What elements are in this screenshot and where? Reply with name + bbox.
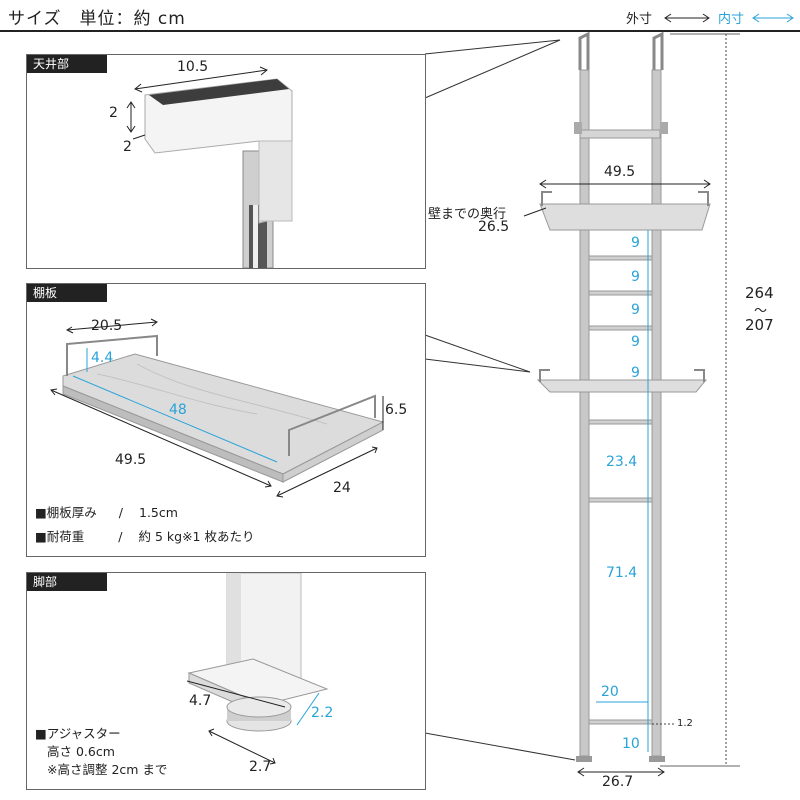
ceiling-depth-dim: 2 — [123, 139, 132, 155]
spec-load-value: 約 5 kg※1 枚あたり — [138, 529, 255, 544]
spacing-7: 71.4 — [606, 565, 638, 581]
spec-load-label: ■耐荷重 — [35, 529, 85, 544]
shelf-height-dim: 6.5 — [385, 402, 408, 418]
spacing-5: 9 — [631, 365, 640, 381]
foot-illustration — [186, 573, 329, 765]
foot-depth-dim: 2.7 — [249, 759, 272, 775]
total-height-min: 207 — [745, 316, 774, 334]
spacing-4: 9 — [631, 334, 640, 350]
spacing-8: 20 — [601, 684, 619, 700]
ceiling-tag: 天井部 — [27, 55, 107, 73]
adjuster-title: ■アジャスター — [35, 726, 121, 741]
small-gap-dim: 1.2 — [677, 718, 693, 729]
foot-width-dim: 4.7 — [189, 693, 212, 709]
spacing-1: 9 — [631, 235, 640, 251]
foot-tag: 脚部 — [27, 573, 107, 591]
outer-arrow-icon — [664, 13, 710, 23]
shelf-outer-length-dim: 49.5 — [115, 452, 147, 468]
shelf-depth-dim: 24 — [333, 480, 351, 496]
shelf-guard-height-dim: 4.4 — [91, 350, 114, 366]
adjuster-range: ※高さ調整 2cm まで — [47, 762, 168, 777]
wall-depth-label: 壁までの奥行 — [428, 207, 507, 222]
shelf-width-dim: 49.5 — [604, 164, 636, 180]
spacing-6: 23.4 — [606, 454, 638, 470]
inner-arrow-icon — [752, 13, 794, 23]
legend-inner-label: 内寸 — [718, 12, 745, 27]
spec-load: ■耐荷重 / 約 5 kg※1 枚あたり — [35, 526, 254, 545]
spacing-2: 9 — [631, 269, 640, 285]
shelf-illustration — [50, 318, 385, 498]
shelf-panel: 棚板 20.5 4.4 48 49.5 24 6.5 ■棚板厚み / 1.5cm… — [26, 283, 426, 557]
foot-panel: 脚部 4.7 2.2 2.7 ■アジャスター 高さ 0.6cm ※高さ調整 2c… — [26, 572, 426, 790]
total-height-sep: 〜 — [754, 304, 768, 319]
adjuster-height: 高さ 0.6cm — [47, 744, 115, 759]
spacing-9: 10 — [622, 736, 640, 752]
spacing-3: 9 — [631, 302, 640, 318]
ceiling-height-dim: 2 — [109, 105, 118, 121]
header-divider — [0, 30, 800, 32]
spec-thickness-label: ■棚板厚み — [35, 505, 97, 520]
spec-thickness-sep: / — [118, 505, 124, 520]
page-title: サイズ 単位：約 cm — [8, 9, 186, 29]
spec-load-sep: / — [118, 529, 123, 544]
ceiling-illustration — [126, 66, 293, 268]
ladder-illustration — [523, 31, 740, 777]
shelf-tag: 棚板 — [27, 284, 107, 302]
total-height-max: 264 — [745, 284, 774, 302]
wall-depth-value: 26.5 — [478, 219, 510, 235]
foot-inner-dim: 2.2 — [311, 705, 334, 721]
shelf-side-width-dim: 20.5 — [91, 318, 123, 334]
spec-thickness: ■棚板厚み / 1.5cm — [35, 502, 178, 521]
shelf-inner-length-dim: 48 — [169, 402, 187, 418]
base-width-dim: 26.7 — [602, 774, 634, 790]
ceiling-panel: 天井部 10.5 2 2 — [26, 54, 426, 269]
spec-thickness-value: 1.5cm — [139, 505, 178, 520]
legend-outer-label: 外寸 — [626, 12, 653, 27]
ceiling-width-dim: 10.5 — [177, 59, 209, 75]
